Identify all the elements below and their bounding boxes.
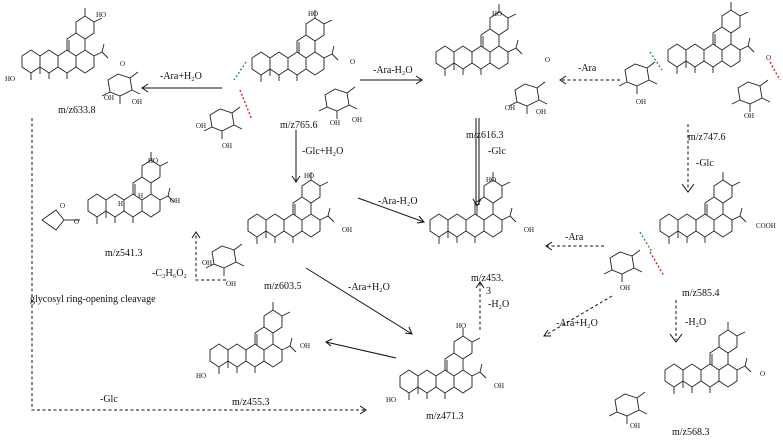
svg-text:O: O	[74, 218, 79, 226]
mz-455: m/z455.3	[232, 397, 270, 408]
loss-ara-minus-h2o-top: -Ara-H₂O	[373, 65, 413, 76]
svg-text:HO: HO	[148, 157, 158, 165]
svg-text:O: O	[760, 370, 765, 378]
structure-747: OH OH O	[618, 1, 781, 120]
svg-text:OH: OH	[524, 226, 534, 234]
loss-h2o-mid: -H₂O	[488, 299, 509, 310]
arrow-585-to-453	[545, 241, 604, 251]
svg-text:OH: OH	[170, 197, 180, 205]
loss-ara-minus-h2o-mid: -Ara-H₂O	[378, 196, 418, 207]
arrow-471-to-455	[325, 338, 397, 359]
svg-text:HO: HO	[456, 322, 466, 330]
svg-text:HO: HO	[196, 372, 206, 380]
structure-616: HO O OH OH	[435, 3, 550, 116]
svg-text:OH: OH	[342, 226, 352, 234]
svg-text:O: O	[350, 58, 355, 66]
svg-text:OH: OH	[505, 104, 515, 112]
svg-text:OH: OH	[636, 98, 646, 106]
svg-text:HO: HO	[304, 172, 314, 180]
svg-text:O: O	[545, 56, 550, 64]
structure-568: O OH	[608, 321, 765, 430]
mz-765: m/z765.6	[280, 120, 318, 131]
svg-text:H: H	[138, 192, 143, 200]
mz-471: m/z471.3	[426, 411, 464, 422]
svg-text:HO: HO	[486, 176, 496, 184]
structure-765: HO O OH OH OH OH	[196, 9, 362, 150]
cleavage-note: glycosyl ring-opening cleavage	[30, 294, 156, 305]
structure-455: HO OH	[196, 301, 310, 380]
svg-text:OH: OH	[536, 108, 546, 116]
mz-568: m/z568.3	[672, 427, 710, 438]
mz-633: m/z633.8	[58, 105, 96, 116]
loss-c2h6o2: -C₂H₆O₂	[152, 268, 187, 279]
arrow-633-to-471	[31, 118, 367, 415]
arrow-765-to-603	[291, 130, 301, 183]
svg-text:OH: OH	[744, 112, 754, 120]
loss-glc-mid: -Glc	[488, 146, 506, 157]
svg-text:OH: OH	[196, 122, 206, 130]
svg-text:OH: OH	[300, 342, 310, 350]
svg-text:O: O	[766, 54, 771, 62]
svg-text:HO: HO	[492, 10, 502, 18]
svg-text:OH: OH	[352, 116, 362, 124]
loss-ara-h2o-right: -Ara+H₂O	[556, 318, 598, 329]
arrow-603-to-541	[191, 231, 226, 281]
mz-603: m/z603.5	[264, 281, 302, 292]
arrow-747-to-616	[559, 75, 620, 85]
arrow-471-to-453	[475, 281, 485, 330]
svg-text:OH: OH	[132, 98, 142, 106]
loss-h2o-right: -H₂O	[685, 317, 706, 328]
mz-453-tail: 3	[486, 286, 491, 297]
structure-603: HO OH OH OH	[202, 171, 352, 288]
structure-541: HO OH O O H H	[41, 151, 180, 231]
loss-ara-mid-right: -Ara	[565, 232, 584, 243]
loss-glc-h2o: -Glc+H₂O	[302, 146, 343, 157]
arrow-765-to-633	[141, 83, 222, 93]
svg-text:HO: HO	[96, 11, 106, 19]
svg-text:OH: OH	[620, 284, 630, 292]
svg-text:OH: OH	[222, 142, 232, 150]
svg-text:HO: HO	[5, 75, 15, 83]
svg-text:OH: OH	[226, 280, 236, 288]
mz-541: m/z541.3	[105, 248, 143, 259]
structure-633: HO HO O OH OH	[5, 7, 142, 106]
arrow-603-to-453	[357, 197, 425, 224]
arrow-585-to-568	[669, 300, 683, 343]
loss-ara-h2o-left: -Ara+H₂O	[160, 71, 202, 82]
svg-text:H: H	[118, 200, 123, 208]
loss-ara-h2o-bottom: -Ara+H₂O	[348, 282, 390, 293]
svg-text:OH: OH	[494, 382, 504, 390]
loss-ara-right-top: -Ara	[578, 63, 597, 74]
svg-text:OH: OH	[104, 94, 114, 102]
svg-text:OH: OH	[330, 119, 340, 127]
mz-453: m/z453.	[471, 273, 504, 284]
mz-747: m/z747.6	[688, 132, 726, 143]
loss-glc-bottom: -Glc	[100, 394, 118, 405]
arrow-603-to-471	[305, 267, 413, 335]
mz-616: m/z616.3	[466, 130, 504, 141]
svg-text:O: O	[60, 202, 65, 210]
mz-585: m/z585.4	[682, 288, 720, 299]
svg-text:HO: HO	[386, 396, 396, 404]
structure-453: HO OH	[429, 171, 534, 245]
structure-471: HO HO OH	[386, 322, 504, 404]
svg-text:OH: OH	[630, 422, 640, 430]
arrow-765-to-616	[360, 75, 423, 85]
svg-text:OH: OH	[202, 259, 212, 267]
svg-text:O: O	[120, 60, 125, 68]
svg-text:COOH: COOH	[756, 222, 776, 230]
arrow-616-to-453	[472, 118, 482, 208]
arrow-585-to-471	[543, 295, 613, 337]
loss-glc-right: -Glc	[696, 158, 714, 169]
svg-text:HO: HO	[308, 10, 318, 18]
structure-585: COOH OH	[603, 171, 776, 292]
arrow-747-to-585	[681, 124, 695, 193]
